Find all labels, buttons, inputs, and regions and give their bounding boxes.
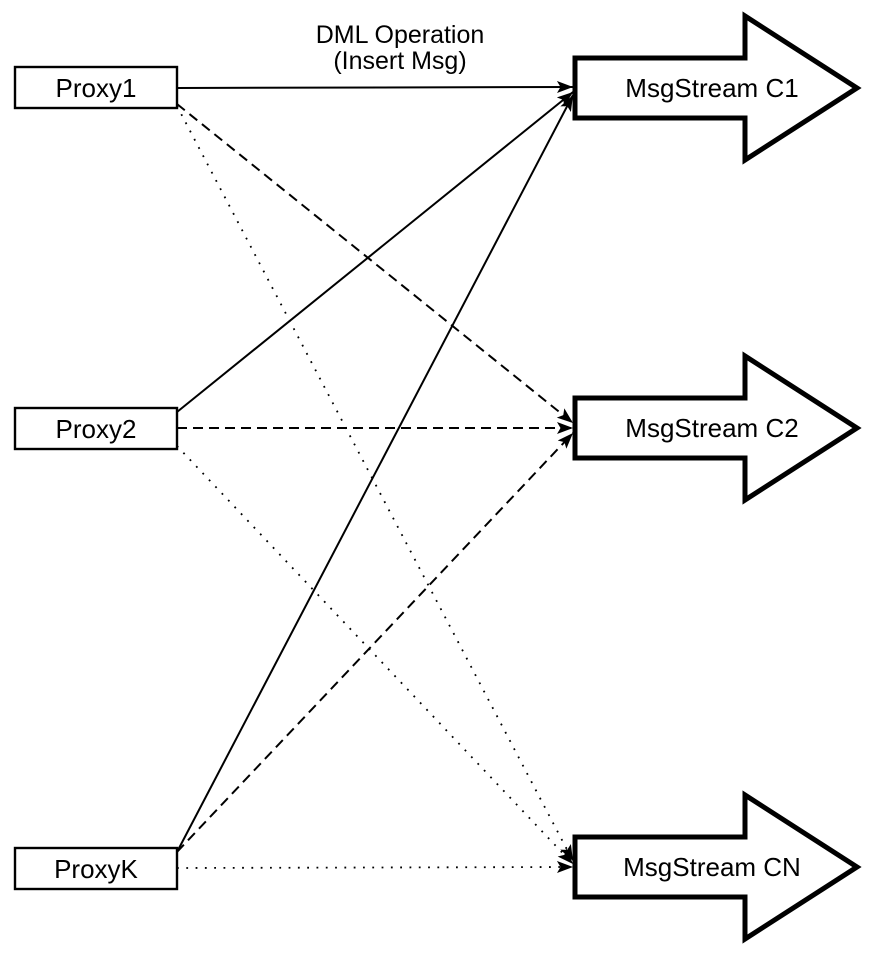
msgstream-c2-arrow-shape: [572, 351, 862, 505]
msgstream-c1-label: MsgStream C1: [625, 73, 798, 103]
proxyk-label: ProxyK: [54, 854, 138, 884]
dml-operation-label-line1: DML Operation: [316, 21, 485, 49]
edge-proxy2-msgstream-cn: [176, 445, 574, 865]
proxy2-node: Proxy2: [13, 406, 179, 451]
proxy2-label: Proxy2: [56, 414, 137, 444]
proxyk-node: ProxyK: [13, 846, 179, 891]
msgstream-cn-node: MsgStream CN: [572, 790, 862, 944]
edge-proxy1-msgstream-cn: [176, 105, 574, 862]
edge-proxyk-msgstream-cn: [176, 861, 574, 874]
proxy2-box: [13, 406, 179, 451]
edges: [176, 81, 574, 874]
edge-proxy1-msgstream-c2: [176, 103, 574, 424]
edge-proxy2-msgstream-c1: [176, 91, 574, 413]
proxy1-box: [13, 65, 179, 110]
msgstream-c2-node: MsgStream C2: [572, 351, 862, 505]
edge-proxyk-msgstream-c2: [176, 432, 574, 853]
msgstream-c1-node: MsgStream C1: [572, 11, 862, 165]
dml-operation-label-line2: (Insert Msg): [333, 47, 466, 75]
proxy1-label: Proxy1: [56, 73, 137, 103]
msgstream-cn-arrow-shape: [572, 790, 862, 944]
proxyk-box: [13, 846, 179, 891]
msgstream-cn-label: MsgStream CN: [623, 852, 801, 882]
msgstream-c1-arrow-shape: [572, 11, 862, 165]
edge-proxyk-msgstream-c1: [176, 94, 574, 853]
msgstream-c2-label: MsgStream C2: [625, 413, 798, 443]
proxy1-node: Proxy1: [13, 65, 179, 110]
edge-proxy1-msgstream-c1: [176, 81, 574, 94]
